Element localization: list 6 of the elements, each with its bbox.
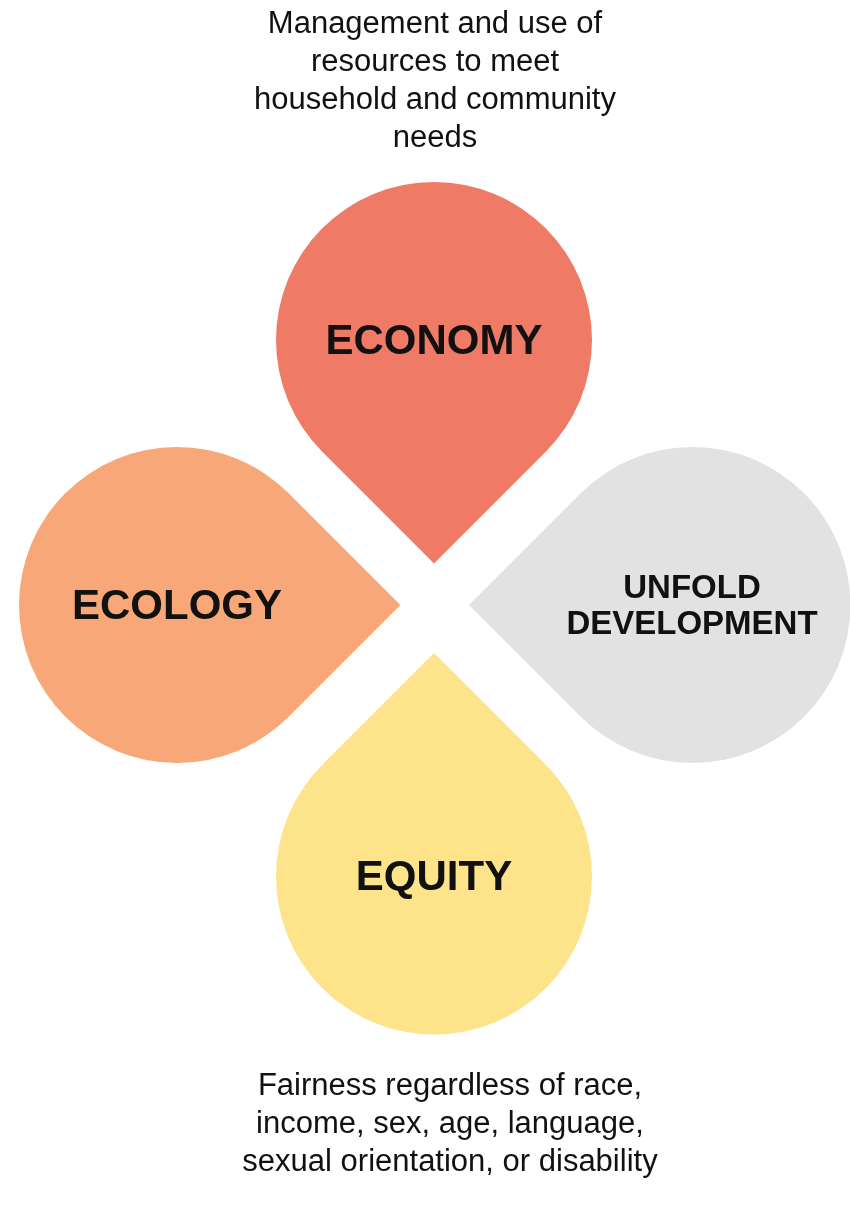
description-text: Management and use of resources to meet household and community needs: [253, 4, 617, 156]
description-text: Fairness regardless of race, income, sex, age, language, sexual orientation, or disability: [241, 1066, 659, 1180]
petal-title: ECOLOGY: [71, 581, 283, 629]
petal-title: EQUITY: [354, 852, 514, 900]
petal-title: ECONOMY: [324, 316, 544, 364]
petal-title: UNFOLD DEVELOPMENT: [565, 568, 819, 642]
